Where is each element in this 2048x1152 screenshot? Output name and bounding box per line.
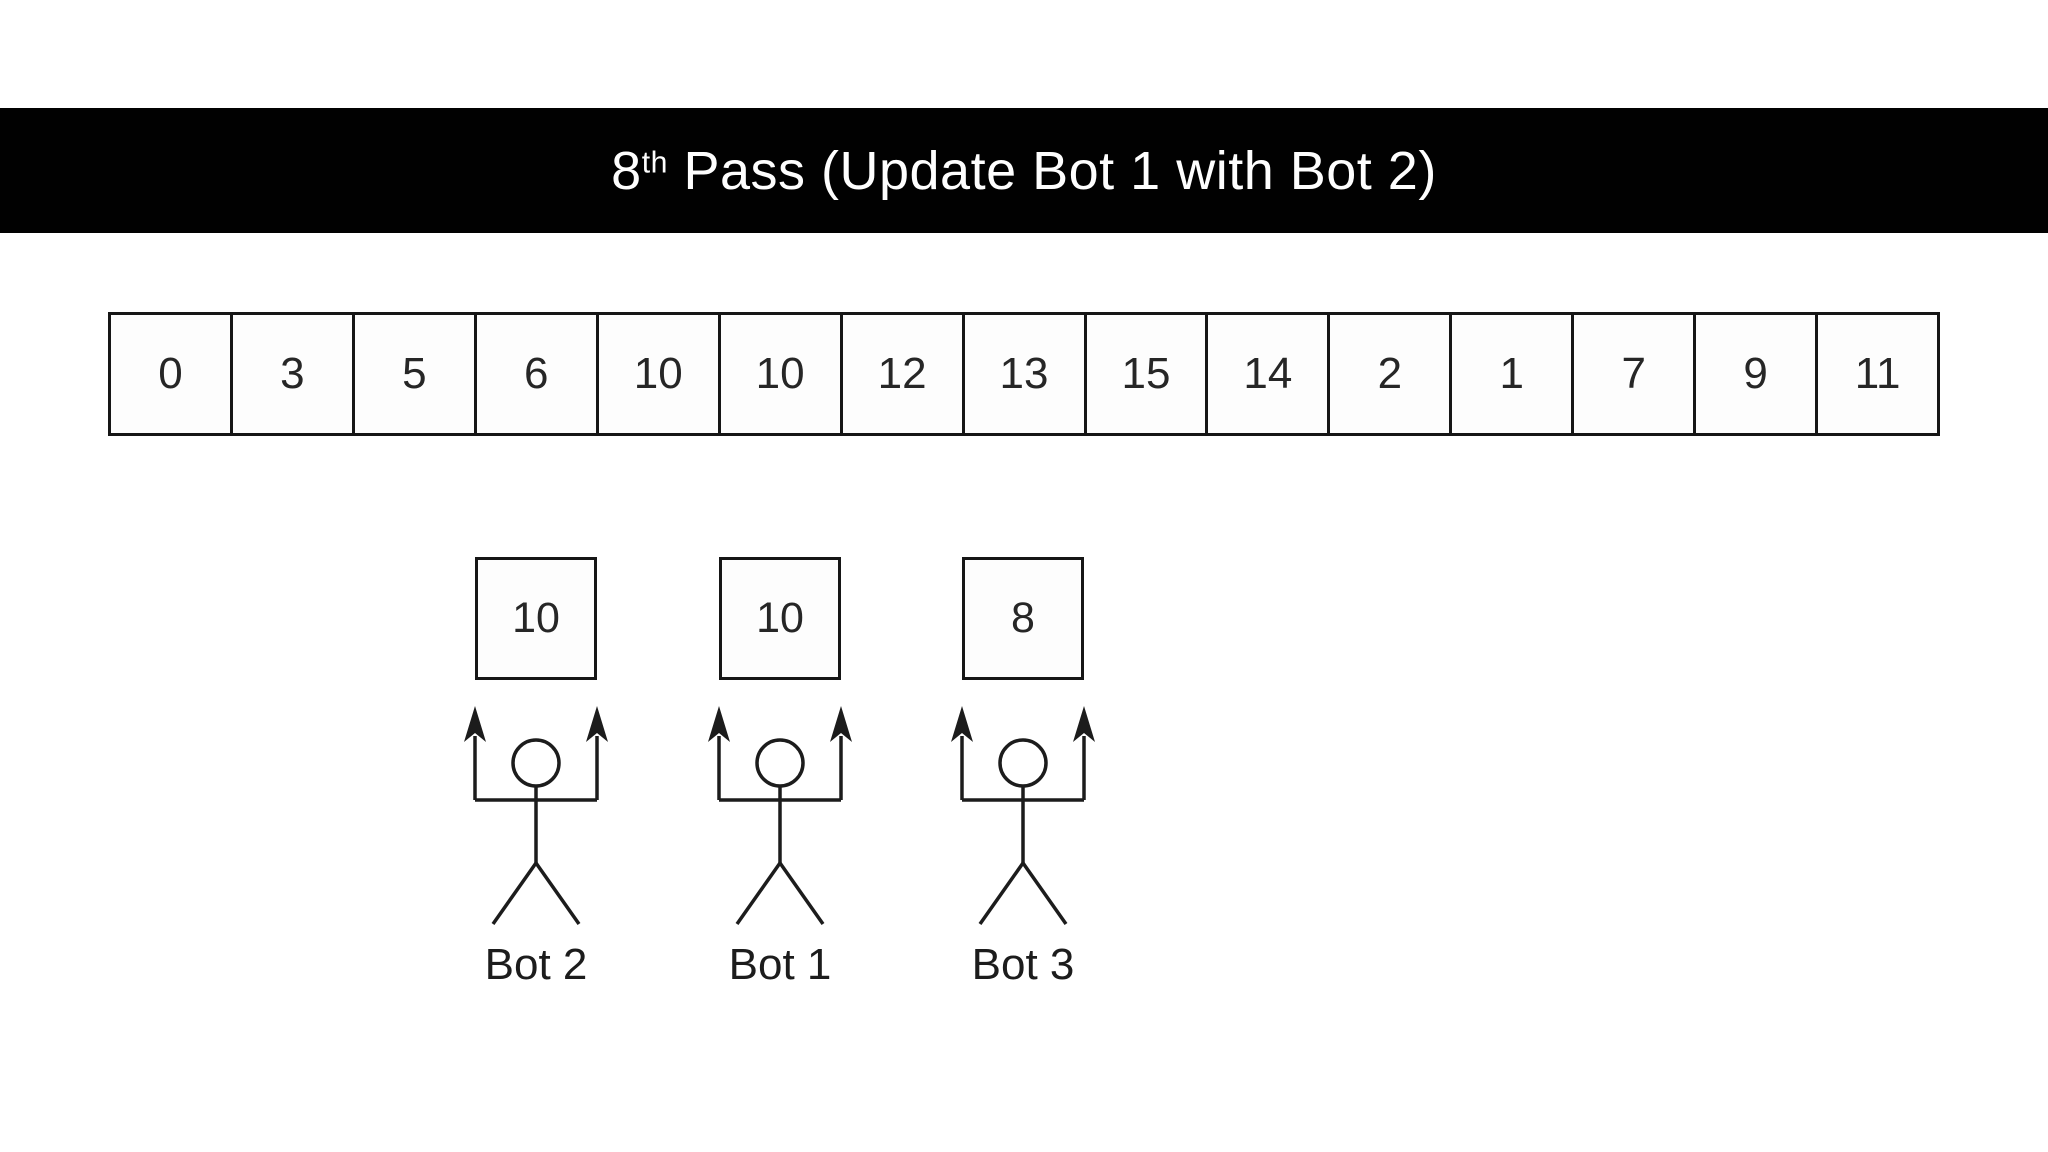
left-leg: [735, 861, 782, 926]
title-number: 8: [611, 140, 642, 201]
bot2-stick-figure: [464, 706, 608, 926]
title-banner: 8th Pass (Update Bot 1 with Bot 2): [0, 108, 2048, 233]
array-cell-13: 9: [1693, 315, 1815, 433]
array-cell-4: 10: [595, 315, 718, 433]
array-cell-2: 5: [351, 315, 474, 433]
up-arrow-right-icon: [586, 706, 608, 742]
bot-group-bot1: 10 Bot 1: [700, 557, 860, 989]
bot1-label: Bot 1: [728, 940, 832, 989]
head-circle: [511, 738, 561, 788]
array-cell-6: 12: [839, 315, 962, 433]
left-leg: [978, 861, 1025, 926]
right-leg: [778, 861, 825, 926]
up-arrow-left-icon: [951, 706, 973, 742]
array-cell-11: 1: [1449, 315, 1571, 433]
bot2-label: Bot 2: [484, 940, 588, 989]
array-cell-8: 15: [1083, 315, 1206, 433]
up-arrow-left-icon: [464, 706, 486, 742]
bot1-stick-figure: [708, 706, 852, 926]
up-arrow-left-icon: [708, 706, 730, 742]
up-arrow-right-icon: [830, 706, 852, 742]
array-cell-7: 13: [961, 315, 1084, 433]
array-cell-10: 2: [1327, 315, 1449, 433]
bot2-value-box: 10: [475, 557, 597, 680]
array-cell-1: 3: [229, 315, 352, 433]
array-row: 0 3 5 6 10 10 12 13 15 14 2 1 7 9 11: [108, 312, 1940, 436]
title-rest: Pass (Update Bot 1 with Bot 2): [667, 140, 1437, 201]
bot1-value-box: 10: [719, 557, 841, 680]
array-cell-14: 11: [1815, 315, 1937, 433]
bot-group-bot2: 10 Bot 2: [456, 557, 616, 989]
right-leg: [534, 861, 581, 926]
array-cell-9: 14: [1205, 315, 1327, 433]
array-cell-5: 10: [717, 315, 840, 433]
bot-group-bot3: 8 Bot 3: [943, 557, 1103, 989]
bot3-stick-figure: [951, 706, 1095, 926]
array-cell-0: 0: [158, 349, 183, 398]
bot3-value-box: 8: [962, 557, 1084, 680]
right-leg: [1021, 861, 1068, 926]
title-ordinal: th: [641, 145, 668, 179]
array-cell-12: 7: [1571, 315, 1693, 433]
page-title: 8th Pass (Update Bot 1 with Bot 2): [611, 140, 1437, 202]
up-arrow-right-icon: [1073, 706, 1095, 742]
head-circle: [998, 738, 1048, 788]
head-circle: [755, 738, 805, 788]
bot3-label: Bot 3: [971, 940, 1075, 989]
array-cell-3: 6: [473, 315, 596, 433]
left-leg: [491, 861, 538, 926]
